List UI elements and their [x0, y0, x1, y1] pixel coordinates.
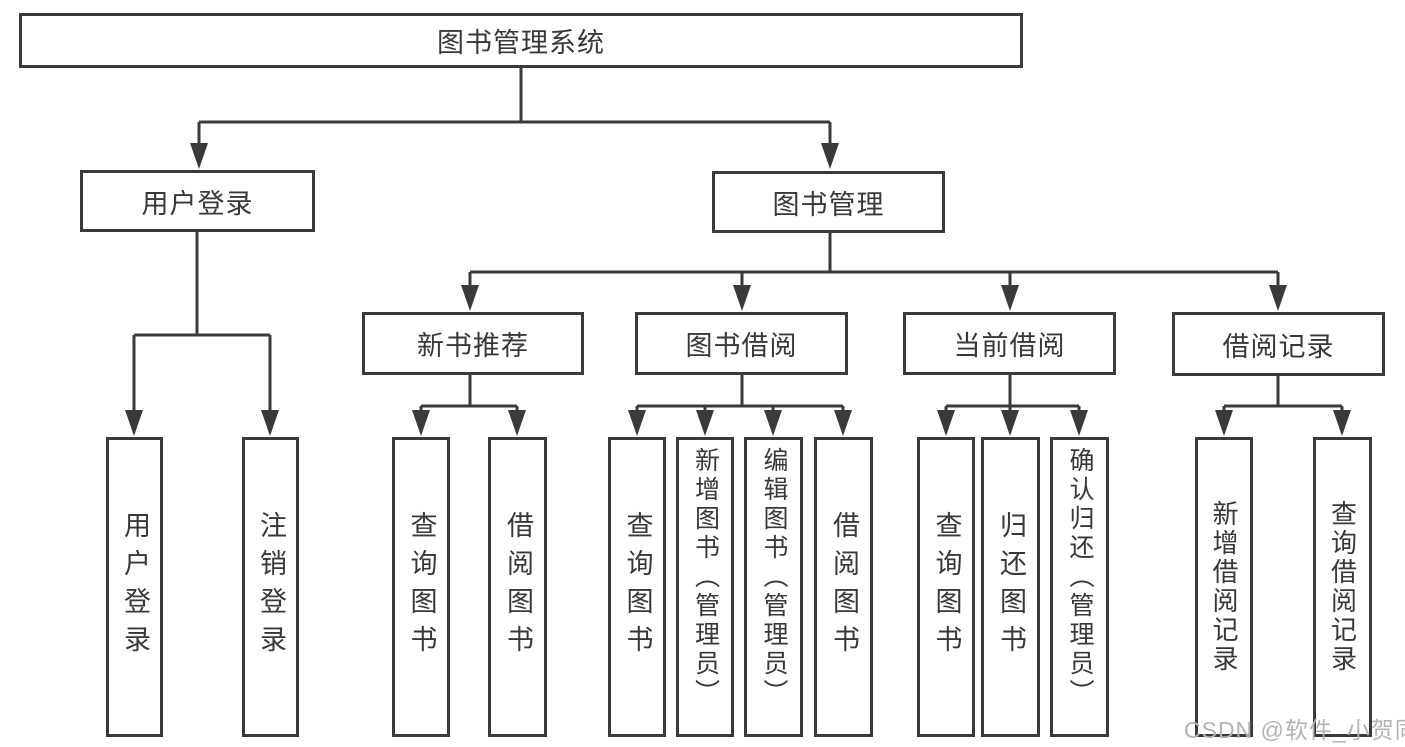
node-label: 查询图书 [931, 511, 962, 663]
leaf-borrowing-query-books: 查询图书 [608, 437, 666, 737]
node-label: 查询图书 [406, 511, 437, 663]
leaf-current-return-books: 归还图书 [981, 437, 1040, 737]
node-label: 新增借阅记录 [1209, 500, 1239, 674]
node-label: 借阅图书 [503, 511, 533, 663]
connector-current-borrowing-to-leaves [937, 375, 1088, 436]
node-new-book-recommend: 新书推荐 [362, 312, 584, 375]
node-borrowing-records: 借阅记录 [1172, 312, 1385, 376]
leaf-user-login: 用户登录 [106, 437, 163, 737]
node-book-management-system: 图书管理系统 [19, 13, 1023, 68]
connector-borrowing-records-to-leaves [1215, 376, 1351, 436]
connector-new-book-recommend-to-leaves [412, 375, 526, 436]
node-label: 查询借阅记录 [1327, 500, 1358, 674]
connector-user-login-to-leaves [125, 232, 279, 436]
node-label: 查询图书 [622, 511, 653, 663]
node-user-login: 用户登录 [80, 170, 315, 232]
node-book-borrowing: 图书借阅 [635, 312, 848, 375]
node-label: 用户登录 [120, 511, 150, 663]
leaf-current-confirm-return-admin: 确认归还（管理员） [1050, 437, 1109, 737]
node-label: 确认归还（管理员） [1066, 447, 1094, 708]
connector-book-borrowing-to-leaves [628, 375, 852, 436]
node-label: 新增图书（管理员） [691, 447, 720, 708]
node-label: 归还图书 [996, 511, 1026, 663]
leaf-records-query-borrow-record: 查询借阅记录 [1313, 437, 1372, 737]
leaf-current-query-books: 查询图书 [917, 437, 975, 737]
connector-root-to-level2 [190, 68, 839, 169]
connector-book-management-to-groups [461, 233, 1287, 311]
leaf-recommend-query-books: 查询图书 [392, 437, 450, 737]
leaf-recommend-borrow-books: 借阅图书 [488, 437, 547, 737]
leaf-borrowing-add-books-admin: 新增图书（管理员） [676, 437, 734, 737]
csdn-watermark: CSDN @软件_小贺同学 [1184, 717, 1405, 743]
node-label: 借阅图书 [829, 511, 859, 663]
node-label: 注销登录 [256, 511, 286, 663]
leaf-borrowing-edit-books-admin: 编辑图书（管理员） [744, 437, 803, 737]
node-book-management: 图书管理 [712, 171, 945, 233]
leaf-logout-login: 注销登录 [242, 437, 299, 737]
leaf-records-add-borrow-record: 新增借阅记录 [1195, 437, 1253, 737]
node-current-borrowing: 当前借阅 [903, 312, 1116, 375]
node-label: 编辑图书（管理员） [760, 447, 788, 708]
leaf-borrowing-borrow-books: 借阅图书 [814, 437, 873, 737]
